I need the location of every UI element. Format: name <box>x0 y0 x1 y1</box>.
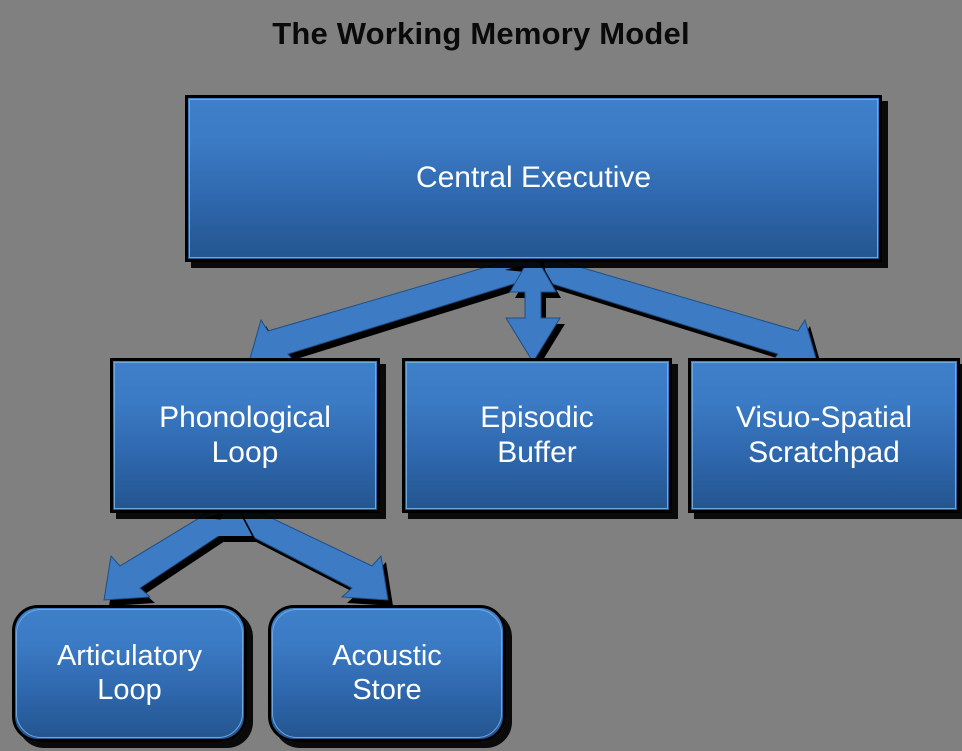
node-label-episodic-buffer: Episodic Buffer <box>480 400 594 469</box>
node-articulatory-loop[interactable]: Articulatory Loop <box>12 605 247 742</box>
node-phonological-loop[interactable]: Phonological Loop <box>110 358 380 513</box>
node-episodic-buffer[interactable]: Episodic Buffer <box>402 358 672 513</box>
connector-phonological-loop-acoustic-store <box>200 498 393 606</box>
connector-central-executive-visuo-spatial-scratchpad <box>500 253 822 370</box>
node-label-visuo-spatial-scratchpad: Visuo-Spatial Scratchpad <box>735 400 913 469</box>
page-title: The Working Memory Model <box>272 16 690 51</box>
node-label-acoustic-store: Acoustic Store <box>332 639 442 706</box>
node-acoustic-store[interactable]: Acoustic Store <box>268 605 506 742</box>
node-label-central-executive: Central Executive <box>415 161 652 195</box>
node-label-phonological-loop: Phonological Loop <box>159 400 331 469</box>
node-visuo-spatial-scratchpad[interactable]: Visuo-Spatial Scratchpad <box>688 358 960 513</box>
node-central-executive[interactable]: Central Executive <box>185 95 882 262</box>
node-label-articulatory-loop: Articulatory Loop <box>56 639 203 706</box>
connector-central-executive-episodic-buffer <box>505 250 565 368</box>
